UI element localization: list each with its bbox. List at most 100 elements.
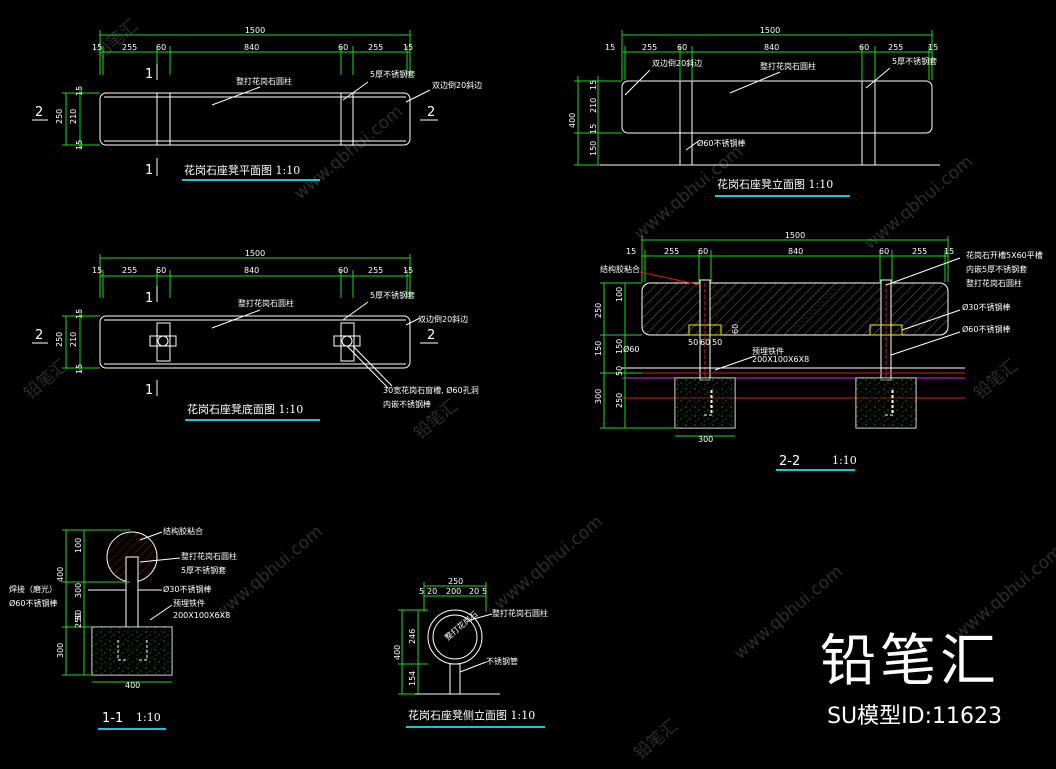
svg-text:250: 250 — [74, 613, 83, 628]
section22-seat-hatched — [641, 282, 949, 336]
svg-text:15: 15 — [403, 266, 413, 275]
section11-footing — [91, 626, 173, 676]
svg-text:15: 15 — [928, 43, 938, 52]
section-marker: 1 — [145, 163, 153, 178]
svg-text:Ø60: Ø60 — [623, 344, 639, 354]
svg-text:焊接（磨光）: 焊接（磨光） — [9, 584, 57, 594]
svg-text:Ø30不锈钢棒: Ø30不锈钢棒 — [962, 302, 1010, 312]
bottom-dim-total: 1500 — [245, 249, 265, 258]
svg-text:整打花岗石圆柱: 整打花岗石圆柱 — [760, 61, 816, 71]
svg-text:210: 210 — [69, 332, 78, 347]
svg-text:Ø60不锈钢棒: Ø60不锈钢棒 — [9, 598, 57, 608]
plan-note-column: 整打花岗石圆柱 — [236, 76, 292, 86]
svg-text:50: 50 — [74, 610, 83, 620]
svg-text:50: 50 — [688, 338, 698, 347]
svg-text:200X100X6X8: 200X100X6X8 — [752, 355, 809, 364]
svg-text:300: 300 — [56, 643, 65, 658]
plan-note-sleeve: 5厚不锈钢套 — [370, 69, 415, 79]
plan-note-chamfer: 双边倒20斜边 — [432, 80, 482, 90]
plan-seat-outline — [99, 92, 411, 146]
watermark-logo: 铅笔汇 — [630, 716, 682, 764]
watermark-url: www.qbhui.com — [630, 142, 746, 244]
plan-dim-total: 1500 — [245, 26, 265, 35]
bottom-seat-outline — [99, 315, 411, 369]
svg-text:结构胶粘合: 结构胶粘合 — [600, 264, 640, 274]
svg-text:400: 400 — [568, 113, 577, 128]
svg-text:300: 300 — [74, 583, 83, 598]
bottom-title: 花岗石座凳底面图 1:10 — [187, 402, 303, 416]
svg-text:预埋铁件: 预埋铁件 — [752, 346, 784, 356]
section-marker: 1 — [145, 67, 153, 82]
svg-text:5: 5 — [482, 587, 487, 596]
plan-title: 花岗石座凳平面图 1:10 — [184, 163, 300, 177]
svg-text:255: 255 — [122, 266, 137, 275]
section11-title: 1-1 — [102, 711, 123, 726]
svg-text:50: 50 — [615, 366, 624, 376]
brand-logo-text: 铅笔汇 — [820, 629, 1000, 694]
watermark-url: www.qbhui.com — [210, 522, 326, 624]
side-title: 花岗石座凳侧立面图 1:10 — [408, 708, 535, 722]
svg-text:150: 150 — [594, 341, 603, 356]
watermark-url: www.qbhui.com — [860, 152, 976, 254]
svg-text:内嵌5厚不锈钢套: 内嵌5厚不锈钢套 — [966, 264, 1027, 274]
svg-text:5厚不锈钢套: 5厚不锈钢套 — [892, 56, 937, 66]
svg-text:840: 840 — [788, 247, 803, 256]
svg-text:15: 15 — [605, 43, 615, 52]
side-elevation: 250 5 20 200 20 5 整打花岗石 400 246 154 整打花岗… — [393, 577, 548, 728]
svg-text:100: 100 — [615, 287, 624, 302]
section22-footing-right — [855, 377, 917, 429]
elevation-seat-outline — [621, 80, 933, 134]
section-marker: 2 — [35, 328, 43, 343]
plan-dim: 15 — [92, 43, 102, 52]
svg-text:60: 60 — [700, 338, 710, 347]
section-marker: 2 — [35, 105, 43, 120]
svg-text:60: 60 — [156, 266, 166, 275]
svg-text:50: 50 — [712, 338, 722, 347]
svg-text:不锈钢管: 不锈钢管 — [486, 656, 518, 666]
svg-text:花岗石开槽5X60平槽: 花岗石开槽5X60平槽 — [966, 250, 1043, 260]
svg-text:150: 150 — [615, 339, 624, 354]
svg-text:整打花岗石圆柱: 整打花岗石圆柱 — [238, 298, 294, 308]
elevation-view: 1500 15 255 60 840 60 255 15 400 15 210 … — [568, 26, 940, 197]
svg-text:Ø60不锈钢棒: Ø60不锈钢棒 — [962, 324, 1010, 334]
svg-text:1500: 1500 — [785, 231, 805, 240]
svg-text:255: 255 — [642, 43, 657, 52]
svg-text:内嵌不锈钢棒: 内嵌不锈钢棒 — [383, 399, 431, 409]
svg-text:150: 150 — [589, 141, 598, 156]
svg-text:400: 400 — [56, 567, 65, 582]
svg-text:20: 20 — [427, 587, 437, 596]
svg-text:250: 250 — [448, 577, 463, 586]
svg-text:15: 15 — [75, 309, 84, 319]
svg-text:整打花岗石圆柱: 整打花岗石圆柱 — [181, 551, 237, 561]
svg-text:15: 15 — [92, 266, 102, 275]
watermark-url: www.qbhui.com — [290, 102, 406, 204]
svg-text:840: 840 — [244, 266, 259, 275]
bottom-view: 1500 15 255 60 840 60 255 15 15 210 250 … — [32, 249, 479, 421]
svg-text:400: 400 — [125, 681, 140, 690]
svg-text:255: 255 — [368, 266, 383, 275]
svg-text:60: 60 — [731, 324, 740, 334]
svg-text:1:10: 1:10 — [832, 454, 857, 467]
section-marker: 2 — [427, 105, 435, 120]
svg-text:60: 60 — [698, 247, 708, 256]
svg-text:双边倒20斜边: 双边倒20斜边 — [652, 58, 702, 68]
svg-text:246: 246 — [408, 629, 417, 644]
section-marker: 1 — [145, 291, 153, 306]
svg-text:250: 250 — [55, 109, 64, 124]
side-circle-inner — [432, 614, 478, 660]
svg-text:60: 60 — [677, 43, 687, 52]
svg-text:15: 15 — [626, 247, 636, 256]
svg-text:200X100X6X8: 200X100X6X8 — [173, 611, 230, 620]
svg-text:15: 15 — [944, 247, 954, 256]
section-1-1: 100 400 300 250 50 300 400 结构胶粘合 整打花岗石圆柱… — [9, 526, 237, 730]
svg-text:210: 210 — [589, 98, 598, 113]
section-2-2: 1500 15 255 60 840 60 255 15 — [594, 231, 1043, 471]
section-marker: 1 — [145, 383, 153, 398]
section22-footing-left — [674, 377, 736, 429]
svg-text:60: 60 — [879, 247, 889, 256]
svg-text:250: 250 — [55, 332, 64, 347]
svg-text:双边倒20斜边: 双边倒20斜边 — [418, 314, 468, 324]
svg-text:15: 15 — [75, 86, 84, 96]
watermark-logo: 铅笔汇 — [20, 356, 72, 404]
plan-dim: 60 — [156, 43, 166, 52]
